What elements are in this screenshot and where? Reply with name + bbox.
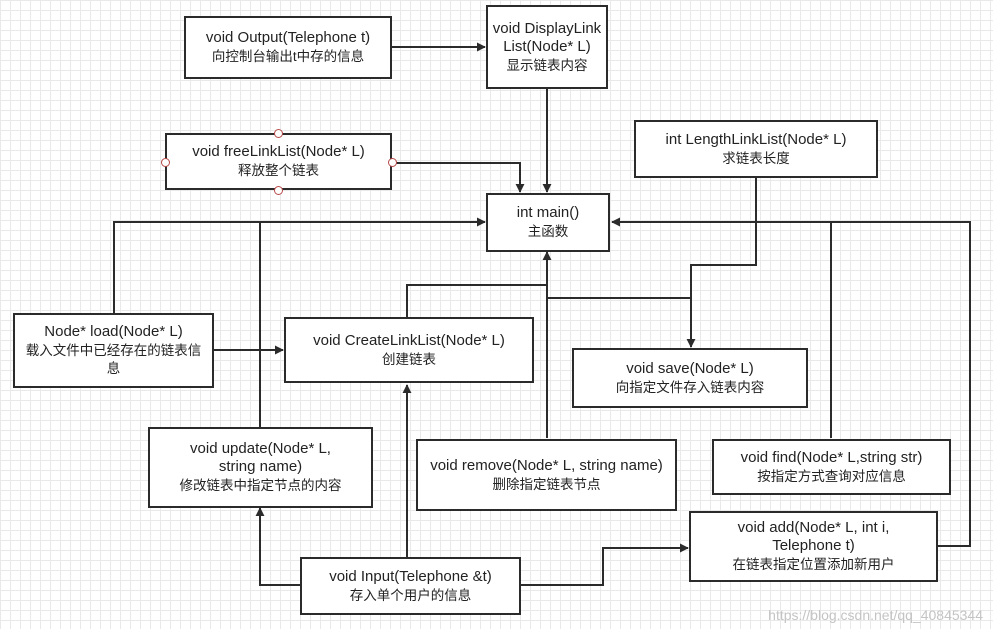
node-description: 在链表指定位置添加新用户 [732,557,895,572]
node-description: 按指定方式查询对应信息 [757,468,906,484]
edge-length-to-main [686,177,757,348]
update-function-node[interactable]: void update(Node* L, string name) 修改链表中指… [148,427,373,508]
selection-handle[interactable] [274,129,283,138]
main-function-node[interactable]: int main() 主函数 [486,193,610,252]
selection-handle[interactable] [161,158,170,167]
node-description: 显示链表内容 [506,57,588,73]
node-signature: void find(Node* L,string str) [740,448,923,466]
selection-handle[interactable] [388,158,397,167]
edge-create-to-main [406,284,547,317]
node-signature: void add(Node* L, int i, Telephone t) [737,519,890,554]
node-description: 修改链表中指定节点的内容 [179,478,342,493]
node-signature: void CreateLinkList(Node* L) [313,331,505,349]
node-description: 求链表长度 [722,150,790,166]
node-signature: void Output(Telephone t) [205,29,371,46]
edge-load-to-main [113,217,486,313]
node-description: 创建链表 [382,351,436,367]
node-signature: int LengthLinkList(Node* L) [665,130,847,148]
create-function-node[interactable]: void CreateLinkList(Node* L) 创建链表 [284,317,534,383]
edge-add-to-main [831,221,971,547]
output-function-node[interactable]: void Output(Telephone t) 向控制台输出t中存的信息 [184,16,392,79]
node-description: 载入文件中已经存在的链表信息 [25,343,202,376]
add-function-node[interactable]: void add(Node* L, int i, Telephone t) 在链… [689,511,938,582]
free-function-node[interactable]: void freeLinkList(Node* L) 释放整个链表 [165,133,392,190]
node-description: 删除指定链表节点 [492,476,601,492]
length-function-node[interactable]: int LengthLinkList(Node* L) 求链表长度 [634,120,878,178]
node-signature: void remove(Node* L, string name) [430,456,663,474]
node-signature: void DisplayLinkList(Node* L) [492,19,602,55]
node-signature: void save(Node* L) [626,359,754,377]
node-signature: Node* load(Node* L) [44,323,183,340]
node-signature: int main() [516,204,580,221]
save-function-node[interactable]: void save(Node* L) 向指定文件存入链表内容 [572,348,808,408]
remove-function-node[interactable]: void remove(Node* L, string name) 删除指定链表… [416,439,677,511]
node-description: 释放整个链表 [238,163,319,178]
edge-input-to-update [255,507,300,586]
edge-free-to-main [392,162,525,193]
node-description: 存入单个用户的信息 [349,587,472,603]
watermark-text: https://blog.csdn.net/qq_40845344 [768,607,983,623]
input-function-node[interactable]: void Input(Telephone &t) 存入单个用户的信息 [300,557,521,615]
selection-handle[interactable] [274,186,283,195]
find-function-node[interactable]: void find(Node* L,string str) 按指定方式查询对应信… [712,439,951,495]
edge-input-to-add [521,543,689,586]
load-function-node[interactable]: Node* load(Node* L) 载入文件中已经存在的链表信息 [13,313,214,388]
node-description: 主函数 [527,224,569,239]
node-signature: void freeLinkList(Node* L) [192,143,365,160]
node-signature: void update(Node* L, string name) [190,440,331,475]
display-function-node[interactable]: void DisplayLinkList(Node* L) 显示链表内容 [486,5,608,89]
node-description: 向控制台输出t中存的信息 [211,49,365,64]
node-description: 向指定文件存入链表内容 [615,379,765,395]
node-signature: void Input(Telephone &t) [329,567,492,585]
